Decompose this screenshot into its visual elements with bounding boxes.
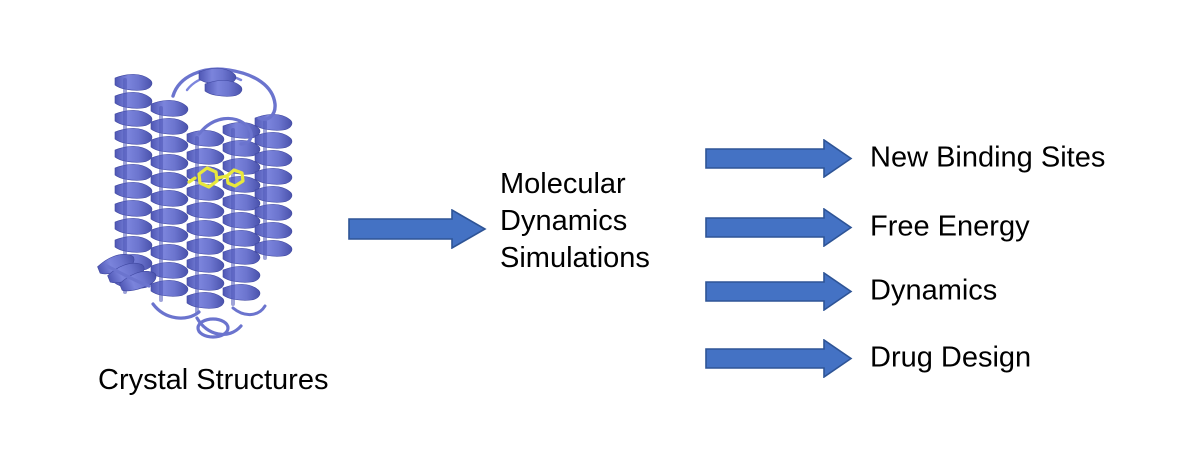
arrow-simulation-to-output: [705, 339, 853, 378]
bound-ligand: [187, 166, 245, 189]
md-line-2: Dynamics: [500, 205, 628, 237]
output-label-free-energy: Free Energy: [870, 210, 1030, 243]
output-label-drug-design: Drug Design: [870, 341, 1032, 374]
md-line-3: Simulations: [500, 242, 650, 274]
arrow-simulation-to-output: [705, 208, 853, 247]
output-label-dynamics: Dynamics: [870, 274, 998, 307]
protein-ribbon-structure: [95, 60, 325, 355]
arrow-simulation-to-output: [705, 272, 853, 311]
md-simulations-label: Molecular Dynamics Simulations: [500, 166, 650, 277]
output-label-new-binding-sites: New Binding Sites: [870, 141, 1106, 174]
arrow-crystal-to-simulation: [348, 209, 488, 249]
md-line-1: Molecular: [500, 168, 626, 200]
crystal-structures-caption: Crystal Structures: [98, 364, 329, 396]
arrow-simulation-to-output: [705, 139, 853, 178]
